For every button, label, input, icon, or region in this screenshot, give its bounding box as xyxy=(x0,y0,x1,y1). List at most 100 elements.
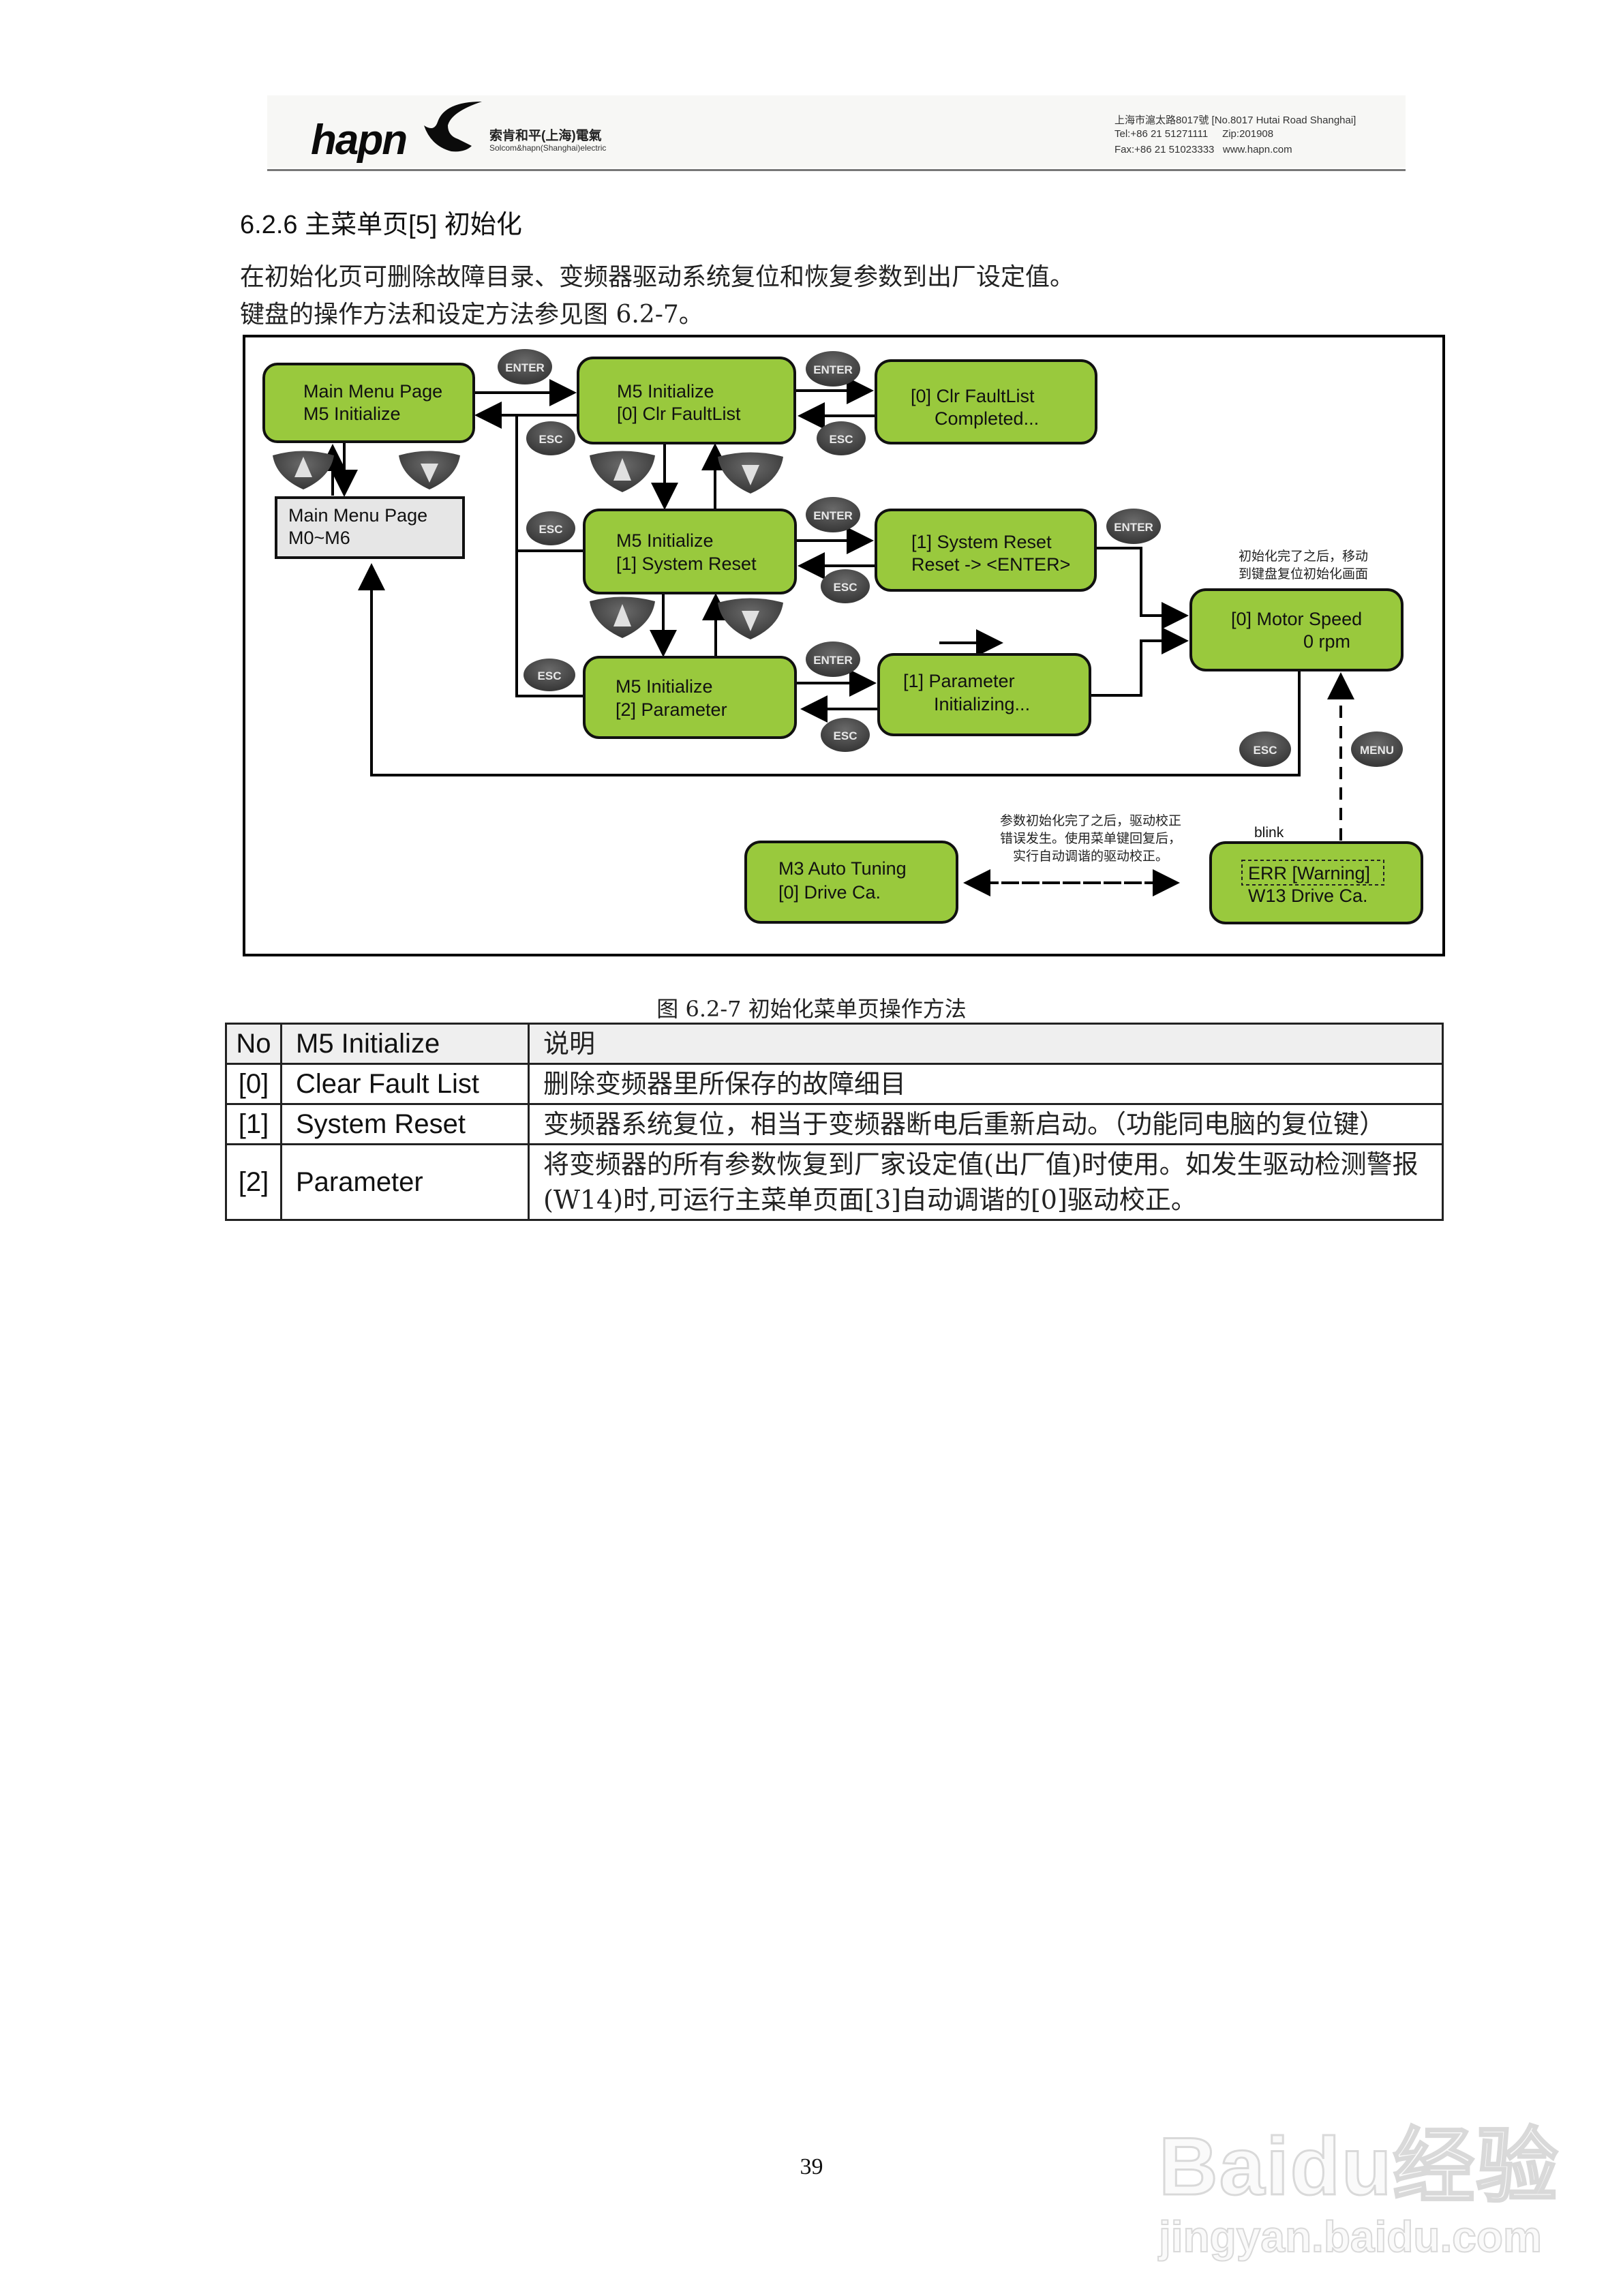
company-logo-text: hapn xyxy=(311,117,408,164)
node-auto-tuning: M3 Auto Tuning [0] Drive Ca. xyxy=(744,841,958,924)
esc-path-param xyxy=(515,415,585,697)
watermark-url: jingyan.baidu.com xyxy=(1158,2211,1543,2262)
cell-no: [1] xyxy=(225,1103,282,1145)
menu-key-icon: MENU xyxy=(1351,731,1403,767)
cell-name: System Reset xyxy=(280,1103,530,1145)
company-tel-zip: Tel:+86 21 51271111 Zip:201908 xyxy=(1114,128,1273,140)
node-motor-speed: [0] Motor Speed 0 rpm xyxy=(1189,588,1404,671)
table-row: [2] Parameter 将变频器的所有参数恢复到厂家设定值(出厂值)时使用。… xyxy=(225,1143,1444,1221)
cell-desc: 变频器系统复位，相当于变频器断电后重新启动。（功能同电脑的复位键） xyxy=(528,1103,1444,1145)
node-m5-parameter: M5 Initialize [2] Parameter xyxy=(583,656,797,739)
section-title: 6.2.6 主菜单页[5] 初始化 xyxy=(240,211,522,239)
esc-key-icon: ESC xyxy=(821,718,870,752)
note-drive-cal: 参数初始化完了之后，驱动校正 xyxy=(1000,813,1181,828)
company-tel: Tel:+86 21 51271111 xyxy=(1114,128,1209,140)
node-err-warning: ERR [Warning] W13 Drive Ca. xyxy=(1209,841,1423,924)
note-after-init: 到键盘复位初始化画面 xyxy=(1239,567,1368,581)
node-text: [0] Drive Ca. xyxy=(778,882,881,903)
diagram-frame xyxy=(243,335,1445,956)
node-text: [1] Parameter xyxy=(903,671,1015,691)
node-text: M5 Initialize xyxy=(616,530,714,551)
down-key-icon xyxy=(718,452,783,494)
node-text: [0] Clr FaultList xyxy=(911,386,1035,406)
note-after-init: 初始化完了之后，移动 xyxy=(1239,549,1368,564)
up-key-icon xyxy=(273,451,334,489)
initialize-table: No M5 Initialize 说明 [0] Clear Fault List… xyxy=(225,1023,1444,1221)
svg-text:ESC: ESC xyxy=(1254,744,1277,757)
header-name: M5 Initialize xyxy=(280,1023,530,1065)
arrow-init-to-motor xyxy=(1089,627,1189,697)
node-text: [1] System Reset xyxy=(911,532,1052,552)
svg-text:ENTER: ENTER xyxy=(813,363,853,376)
node-text: Reset -> <ENTER> xyxy=(911,554,1070,575)
note-drive-cal: 错误发生。使用菜单键回复后， xyxy=(1000,831,1181,846)
enter-key-icon: ENTER xyxy=(806,641,860,677)
svg-text:ESC: ESC xyxy=(538,669,562,682)
svg-text:ENTER: ENTER xyxy=(813,509,853,522)
node-reset-confirm: [1] System Reset Reset -> <ENTER> xyxy=(875,509,1097,592)
header-divider xyxy=(267,169,1406,171)
esc-key-icon: ESC xyxy=(1239,731,1291,767)
svg-text:ESC: ESC xyxy=(830,433,853,446)
company-zip: Zip:201908 xyxy=(1222,128,1274,140)
node-text: Main Menu Page xyxy=(288,505,427,526)
leaf-logo-icon xyxy=(424,102,482,152)
page-number: 39 xyxy=(800,2154,823,2179)
company-name-cn: 索肯和平(上海)電氣 xyxy=(489,129,602,143)
node-m5-system-reset: M5 Initialize [1] System Reset xyxy=(583,509,797,594)
node-text: [1] System Reset xyxy=(616,554,757,574)
node-text: M5 Initialize xyxy=(303,404,401,424)
node-clr-completed: [0] Clr FaultList Completed... xyxy=(875,359,1097,444)
table-row: [0] Clear Fault List 删除变频器里所保存的故障细目 xyxy=(225,1063,1444,1105)
esc-key-icon: ESC xyxy=(817,421,866,455)
node-param-initializing: [1] Parameter Initializing... xyxy=(877,653,1091,736)
cell-no: [0] xyxy=(225,1063,282,1105)
svg-text:ESC: ESC xyxy=(539,433,563,446)
node-m5-clr-faultlist: M5 Initialize [0] Clr FaultList xyxy=(577,357,796,444)
blink-frame xyxy=(1241,860,1384,886)
svg-text:ESC: ESC xyxy=(834,729,858,742)
watermark-brand: Baidu经验 xyxy=(1157,2120,1560,2214)
node-text: M0~M6 xyxy=(288,528,350,548)
svg-text:MENU: MENU xyxy=(1360,744,1394,757)
arrow-motor-esc-to-main xyxy=(358,563,1301,776)
esc-key-icon: ESC xyxy=(526,511,575,545)
svg-text:ESC: ESC xyxy=(539,523,563,536)
esc-key-icon: ESC xyxy=(821,569,870,603)
node-main-menu-m5: Main Menu Page M5 Initialize xyxy=(262,363,475,443)
up-key-icon xyxy=(590,596,655,638)
node-text: W13 Drive Ca. xyxy=(1248,886,1368,906)
node-text: M5 Initialize xyxy=(616,676,713,697)
company-address: 上海市滬太路8017號 [No.8017 Hutai Road Shanghai… xyxy=(1114,115,1356,126)
cell-desc: 删除变频器里所保存的故障细目 xyxy=(528,1063,1444,1105)
node-text: Main Menu Page xyxy=(303,381,442,402)
node-text: [0] Clr FaultList xyxy=(617,404,741,424)
company-name-en: Solcom&hapn(Shanghai)electric xyxy=(489,143,607,153)
baidu-watermark: Baidu经验 jingyan.baidu.com xyxy=(1157,2100,1560,2263)
node-text: M3 Auto Tuning xyxy=(778,858,907,879)
node-text: ERR [Warning] xyxy=(1248,863,1370,883)
table-row: [1] System Reset 变频器系统复位，相当于变频器断电后重新启动。（… xyxy=(225,1103,1444,1145)
down-key-icon xyxy=(399,451,460,489)
cell-name: Parameter xyxy=(280,1143,530,1221)
reference-paragraph: 键盘的操作方法和设定方法参见图 6.2-7。 xyxy=(240,301,703,329)
esc-key-icon: ESC xyxy=(526,421,575,455)
node-text: Completed... xyxy=(935,408,1039,429)
node-text: [0] Motor Speed xyxy=(1231,609,1362,629)
company-fax-web: Fax:+86 21 51023333 www.hapn.com xyxy=(1114,144,1292,155)
table-header-row: No M5 Initialize 说明 xyxy=(225,1023,1444,1065)
node-main-menu-range: Main Menu Page M0~M6 xyxy=(275,496,465,559)
enter-key-icon: ENTER xyxy=(806,351,860,387)
svg-text:ENTER: ENTER xyxy=(813,654,853,667)
company-website: www.hapn.com xyxy=(1222,144,1292,155)
arrow-confirm-to-motor xyxy=(1096,547,1189,629)
node-text: Initializing... xyxy=(934,694,1030,714)
enter-key-icon: ENTER xyxy=(806,497,860,532)
intro-paragraph: 在初始化页可删除故障目录、变频器驱动系统复位和恢复参数到出厂设定值。 xyxy=(240,263,1075,291)
svg-text:ESC: ESC xyxy=(834,581,858,594)
svg-text:ENTER: ENTER xyxy=(505,361,545,374)
down-key-icon xyxy=(718,598,783,639)
blink-label: blink xyxy=(1254,825,1284,841)
svg-text:ENTER: ENTER xyxy=(1114,521,1153,534)
